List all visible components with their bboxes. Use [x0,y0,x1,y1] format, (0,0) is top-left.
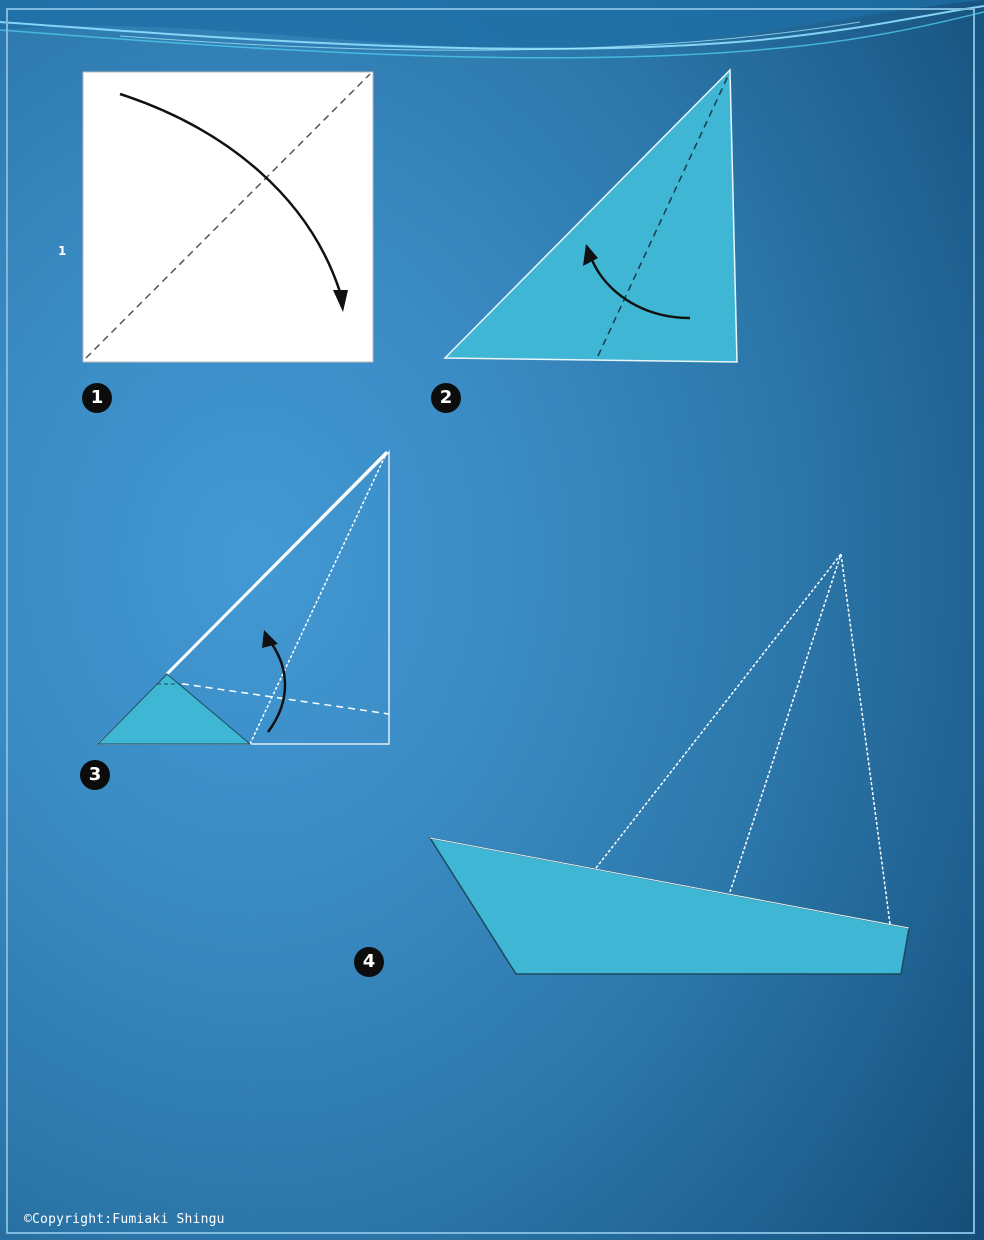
step3-fold-line-horizontal [169,681,390,715]
step2-fold-line [597,75,729,357]
sail-back-edge [840,553,891,925]
step1-arrow [119,92,342,293]
step3-flap [96,673,252,745]
sail-front-edge [595,553,842,869]
step1-arrow-head [333,290,348,312]
step2-triangle [443,68,738,363]
boat-deck-line [429,837,910,929]
step4-number-badge: 4 [354,947,384,977]
step1-number-badge: 1 [82,383,112,413]
step1-fold-line [85,73,371,359]
header-swoosh [0,0,984,59]
page-frame [6,8,975,1234]
step2-diagram [443,68,738,363]
step3-arrow-head [262,630,278,648]
step4-sailboat [428,553,910,975]
step3-diagram [96,450,390,745]
step3-edge [165,450,389,676]
step3-fold-line [249,451,388,745]
copyright-text: ©Copyright:Fumiaki Shingu [24,1212,225,1227]
sail-fold-line [729,553,842,893]
step3-arrow [266,643,287,733]
step3-number-badge: 3 [80,760,110,790]
side-label: 1 [58,244,67,258]
step2-arrow-head [583,244,598,266]
step2-number-badge: 2 [431,383,461,413]
step1-diagram [82,71,374,363]
step2-arrow [590,259,691,320]
